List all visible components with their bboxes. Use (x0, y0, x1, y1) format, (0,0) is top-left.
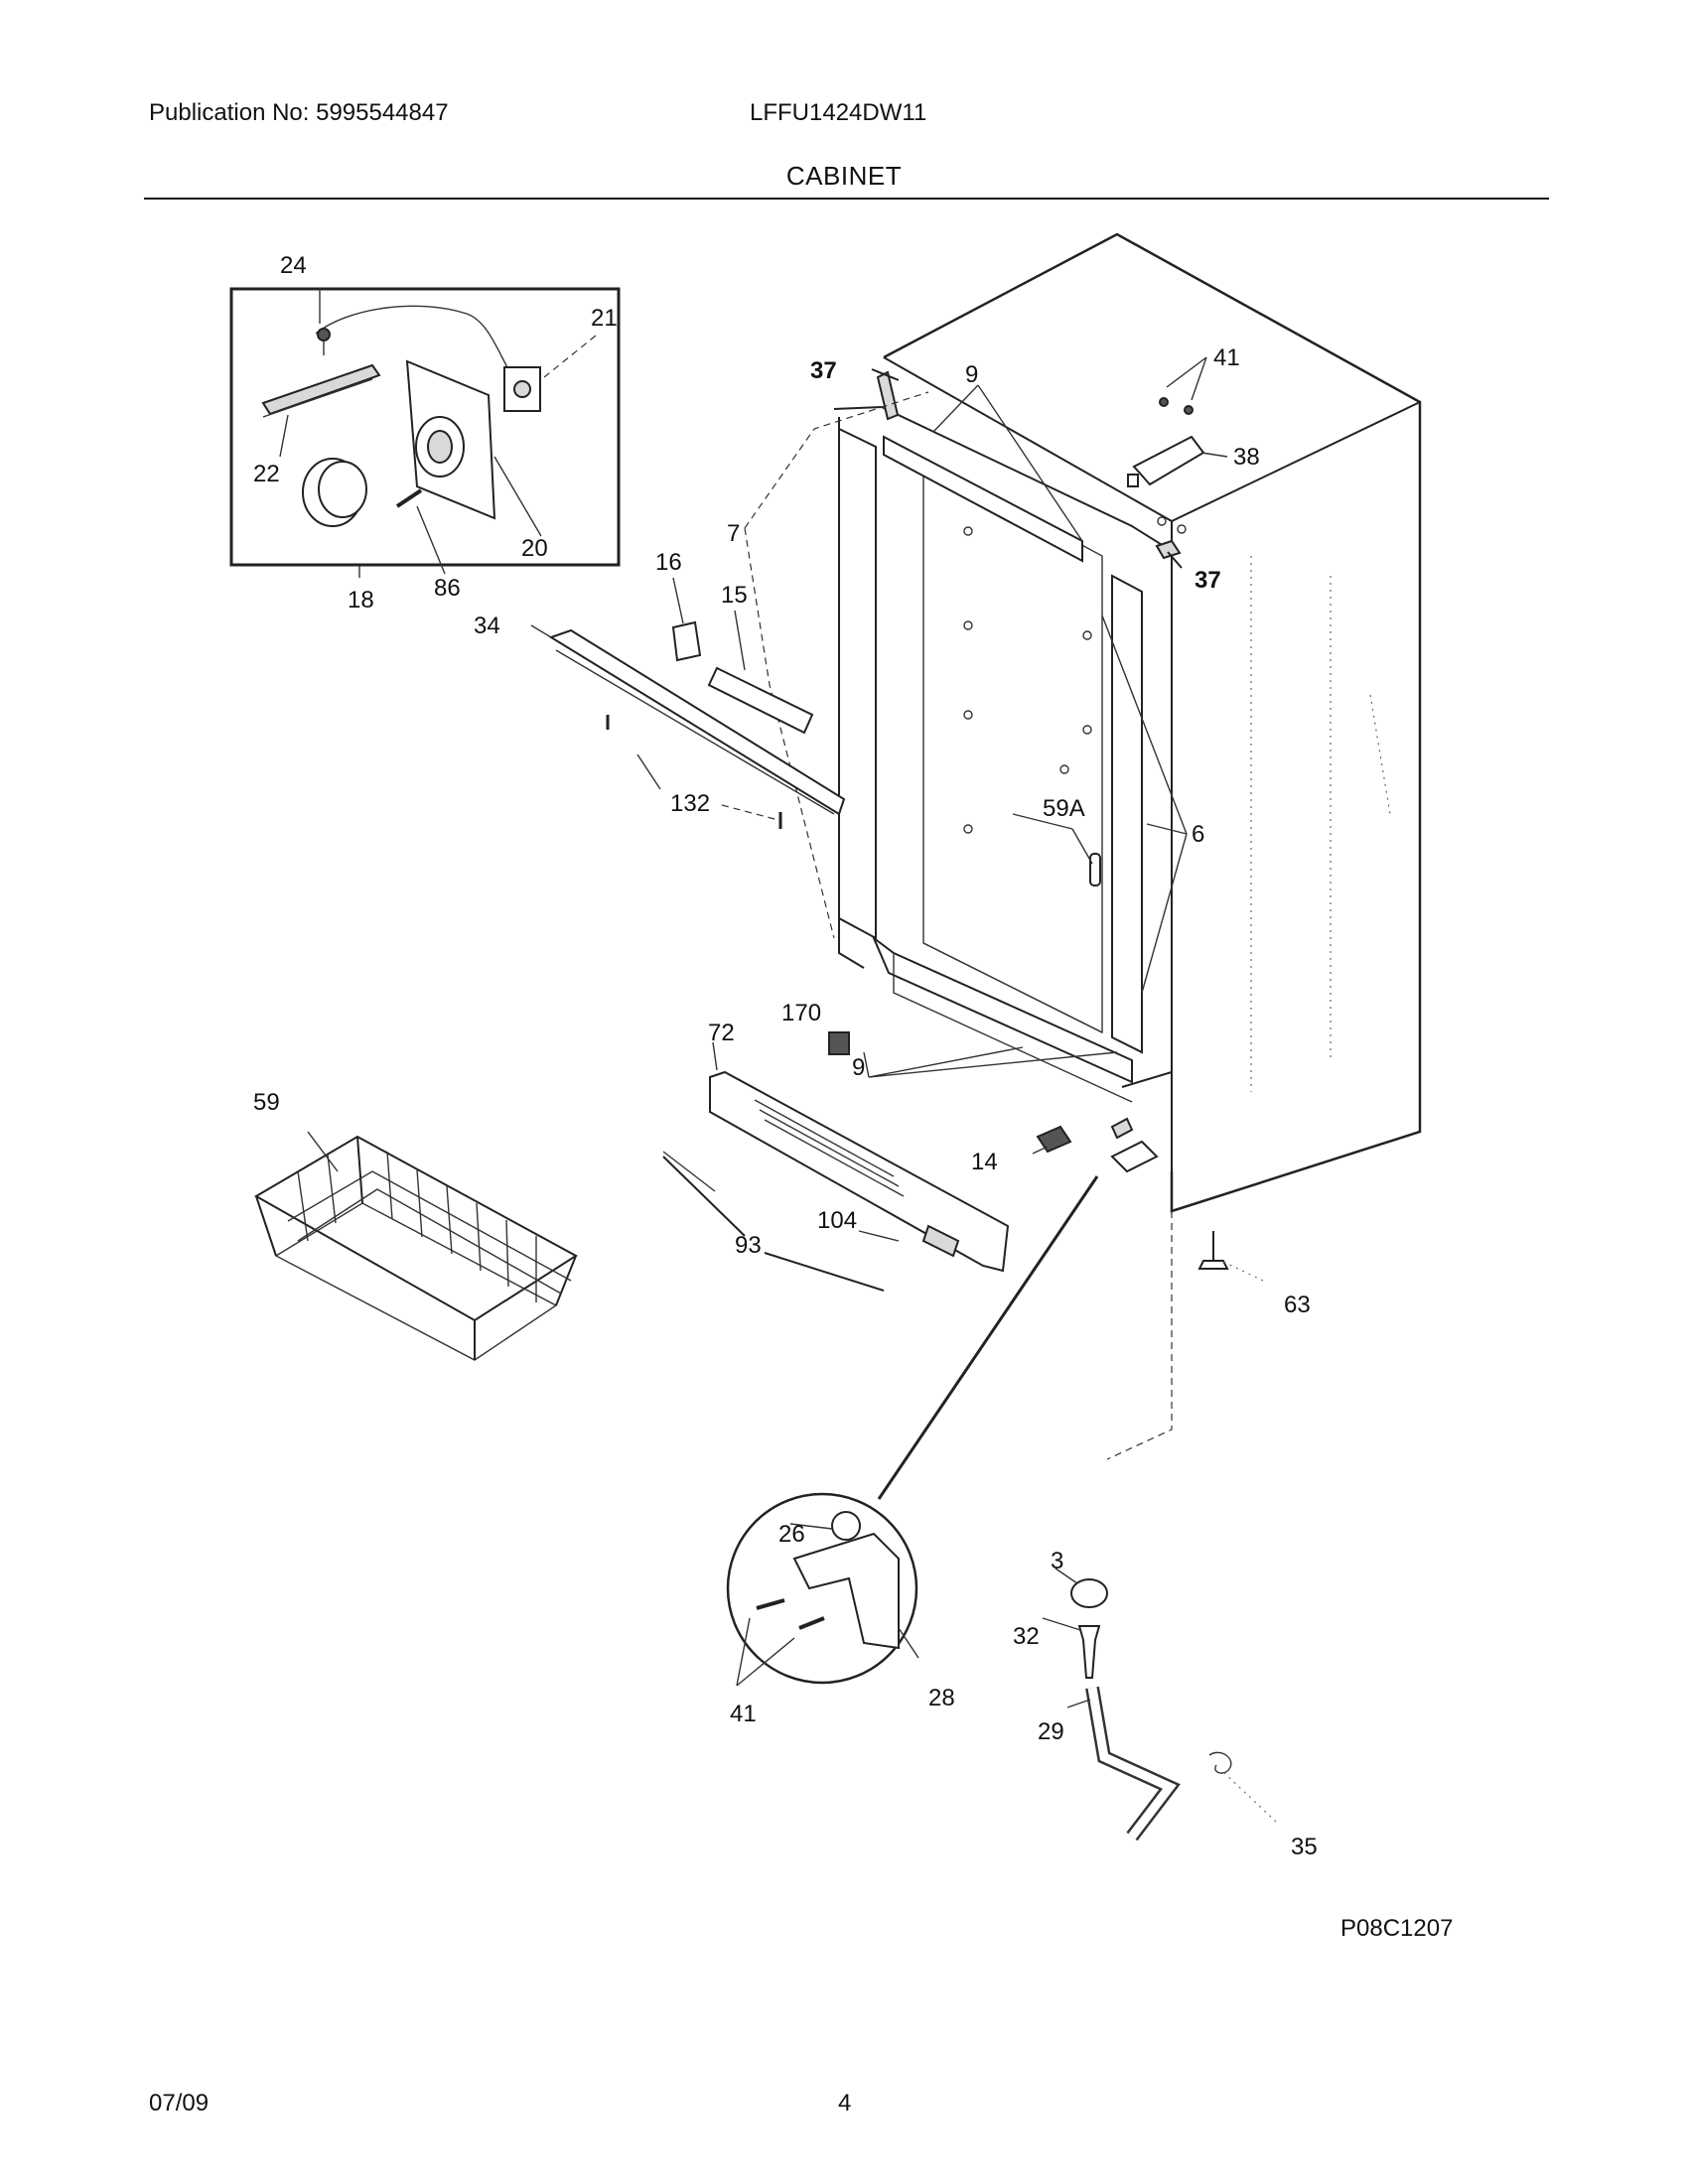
screw-24 (317, 328, 331, 341)
kick-plate-group (662, 1031, 1072, 1292)
callout-24: 24 (280, 252, 307, 279)
callout-93: 93 (735, 1232, 762, 1259)
callout-20: 20 (521, 535, 548, 562)
stem-32 (1077, 1625, 1101, 1679)
callout-9-bottom: 9 (852, 1054, 865, 1081)
callout-38: 38 (1233, 444, 1260, 471)
callout-6: 6 (1192, 821, 1204, 848)
callout-9-top: 9 (965, 361, 978, 388)
callout-37-right: 37 (1195, 567, 1221, 594)
publication-number: Publication No: 5995544847 (149, 99, 449, 126)
callout-59A: 59A (1043, 795, 1085, 822)
drain-assembly (1042, 1568, 1277, 1842)
trim-34 (548, 628, 846, 816)
callout-104: 104 (817, 1207, 857, 1234)
callout-59: 59 (253, 1089, 280, 1116)
callout-86: 86 (434, 575, 461, 602)
model-number: LFFU1424DW11 (750, 99, 927, 126)
callout-34: 34 (474, 613, 500, 639)
callout-72: 72 (708, 1020, 735, 1046)
callout-63: 63 (1284, 1292, 1311, 1318)
bushing-26 (831, 1511, 861, 1541)
callout-22: 22 (253, 461, 280, 487)
part-170 (828, 1031, 850, 1055)
callout-37-top: 37 (810, 357, 837, 384)
callout-16: 16 (655, 549, 682, 576)
callout-170: 170 (781, 1000, 821, 1026)
header-rule (144, 198, 1549, 200)
callout-29: 29 (1038, 1718, 1064, 1745)
diagram-code: P08C1207 (1340, 1915, 1453, 1942)
callout-41-top: 41 (1213, 344, 1240, 371)
bulb-15 (707, 666, 814, 735)
callout-35: 35 (1291, 1834, 1318, 1860)
cap-3 (1070, 1578, 1108, 1608)
clip-bar (261, 363, 381, 416)
wire-basket-59 (254, 1131, 578, 1361)
callout-32: 32 (1013, 1623, 1040, 1650)
footer-date: 07/09 (149, 2090, 210, 2116)
callout-28: 28 (928, 1685, 955, 1711)
callout-18: 18 (348, 587, 374, 614)
callout-labels: 24 21 22 20 18 86 37 9 41 38 37 7 16 15 … (253, 252, 1318, 1860)
cabinet-body (744, 232, 1422, 1460)
part-104 (921, 1224, 960, 1258)
callout-26: 26 (778, 1521, 805, 1548)
callout-3: 3 (1051, 1548, 1063, 1574)
callout-21: 21 (591, 305, 618, 332)
callout-14: 14 (971, 1149, 998, 1175)
clip-35 (1208, 1751, 1232, 1774)
hinge-bracket-28 (792, 1532, 900, 1650)
door-trim-parts (530, 577, 846, 829)
callout-15: 15 (721, 582, 748, 609)
page-number: 4 (838, 2090, 852, 2116)
part-14 (1036, 1125, 1072, 1154)
callout-41-bottom: 41 (730, 1701, 757, 1727)
lamp-socket-16 (671, 620, 702, 662)
hinge-detail-circle (726, 1175, 1099, 1687)
callout-132: 132 (670, 790, 710, 817)
section-title: CABINET (785, 161, 903, 191)
callout-7: 7 (727, 520, 740, 547)
control-assembly-inset (229, 287, 621, 578)
